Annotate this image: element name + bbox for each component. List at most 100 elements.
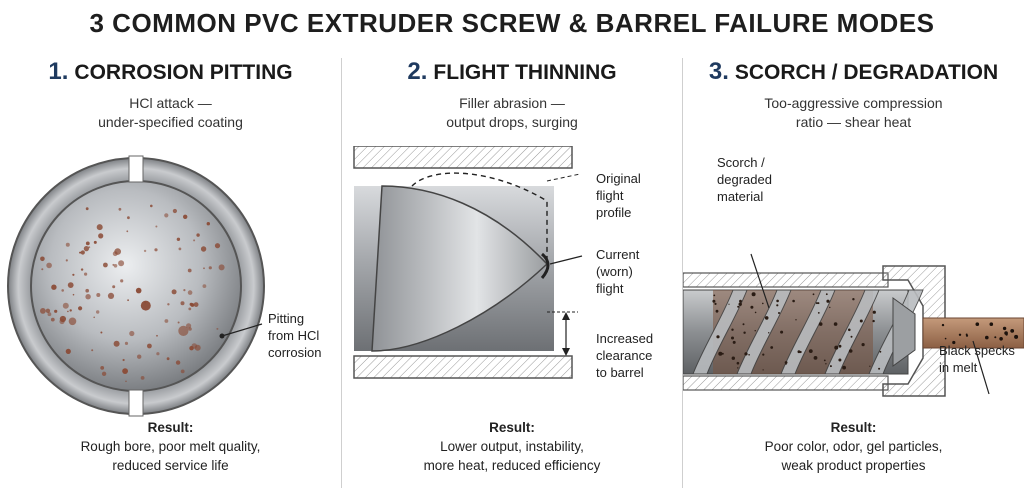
corrosion-pit — [186, 323, 192, 329]
corrosion-pit — [118, 207, 122, 211]
barrel-wall-top — [353, 146, 573, 169]
black-speck — [714, 302, 717, 305]
result-line: Lower output, instability, — [440, 439, 584, 454]
corrosion-pit — [61, 289, 64, 292]
callout-leader — [750, 253, 770, 309]
panel-title: SCORCH / DEGRADATION — [734, 61, 999, 84]
black-speck — [764, 316, 769, 320]
black-speck — [872, 319, 875, 323]
corrosion-pit — [200, 246, 207, 252]
black-speck — [716, 335, 720, 339]
melt-speck — [1002, 326, 1007, 331]
black-speck — [728, 303, 730, 305]
barrel-wall-top — [683, 272, 889, 288]
corrosion-pit — [156, 334, 158, 337]
black-speck — [754, 311, 757, 314]
black-speck — [817, 302, 820, 305]
callout-current-flight: Current (worn) flight — [596, 246, 639, 297]
result-line: Rough bore, poor melt quality, — [80, 439, 261, 454]
corrosion-pit — [187, 290, 193, 295]
callout-leader — [549, 255, 583, 265]
corrosion-pit — [45, 308, 51, 313]
corrosion-pit — [72, 293, 75, 296]
corrosion-pit — [127, 299, 129, 302]
corrosion-pit — [80, 268, 84, 271]
black-speck — [838, 358, 842, 362]
black-speck — [748, 354, 750, 356]
black-speck — [754, 330, 756, 332]
corrosion-pit — [93, 316, 95, 319]
black-speck — [795, 319, 797, 321]
black-speck — [852, 298, 855, 301]
corrosion-pit — [100, 366, 105, 370]
corrosion-pit — [180, 369, 185, 374]
panel-flight-thinning: 2.FLIGHT THINNING Filler abrasion — outp… — [342, 58, 682, 498]
black-speck — [825, 363, 827, 365]
black-speck — [776, 299, 779, 303]
black-speck — [713, 294, 716, 297]
panel-number: 2. — [407, 58, 428, 85]
extruder-scorch-illustration — [683, 253, 1024, 397]
corrosion-pit — [67, 282, 74, 288]
black-speck — [742, 323, 745, 326]
black-speck — [762, 353, 765, 356]
die-head — [882, 265, 946, 397]
black-speck — [848, 328, 851, 332]
black-speck — [744, 352, 748, 356]
corrosion-pit — [85, 294, 91, 300]
corrosion-pit — [62, 302, 69, 309]
corrosion-pit — [65, 259, 68, 262]
corrosion-pit — [172, 208, 177, 214]
corrosion-pit — [96, 293, 101, 297]
corrosion-pit — [69, 309, 72, 312]
panel-title: CORROSION PITTING — [74, 61, 293, 84]
black-speck — [833, 322, 838, 326]
original-flight-profile — [411, 172, 548, 264]
corrosion-pit — [183, 289, 186, 292]
corrosion-pit — [47, 312, 52, 317]
corrosion-pit — [166, 357, 170, 361]
black-speck — [743, 331, 746, 334]
corrosion-pit — [79, 251, 82, 254]
black-speck — [750, 305, 754, 309]
corrosion-pit — [164, 319, 169, 323]
subtitle-line: Too-aggressive compression — [764, 95, 943, 111]
corrosion-pit — [88, 246, 91, 249]
panel-heading: 3.SCORCH / DEGRADATION — [683, 58, 1024, 86]
corrosion-pit — [156, 352, 160, 356]
arrow-down — [562, 348, 570, 356]
black-speck — [815, 302, 818, 305]
callout-line: Black specks — [939, 343, 1015, 358]
panel-number: 1. — [48, 58, 69, 85]
melt-speck — [944, 337, 947, 340]
corrosion-pit — [122, 368, 128, 374]
corrosion-pit — [112, 263, 115, 266]
corrosion-pit — [118, 260, 125, 267]
panel-subtitle: Filler abrasion — output drops, surging — [342, 94, 682, 132]
corrosion-pit — [101, 371, 107, 376]
black-speck — [848, 349, 853, 353]
corrosion-pit — [216, 327, 219, 330]
melt-speck — [985, 335, 989, 340]
barrel-bore — [30, 180, 242, 392]
callout-scorch: Scorch / degraded material — [717, 154, 772, 205]
subtitle-line: ratio — shear heat — [795, 114, 912, 130]
corrosion-pit — [129, 330, 135, 337]
divider-1 — [341, 58, 342, 488]
melt-speck — [952, 340, 956, 345]
corrosion-pit — [140, 376, 145, 380]
panel-result: Result: Rough bore, poor melt quality, r… — [0, 418, 341, 475]
nozzle-taper — [892, 297, 916, 367]
corrosion-pits — [40, 204, 225, 383]
black-speck — [808, 349, 813, 353]
barrel-seam-top — [128, 155, 144, 183]
arrow-up — [562, 312, 570, 320]
corrosion-pit — [164, 213, 169, 218]
melt-speck — [999, 337, 1003, 341]
black-speck — [826, 299, 830, 303]
corrosion-pit — [59, 318, 65, 325]
screw-flight — [692, 289, 748, 375]
corrosion-pit — [112, 285, 116, 289]
panel-subtitle: Too-aggressive compression ratio — shear… — [683, 94, 1024, 132]
black-speck — [784, 361, 788, 364]
